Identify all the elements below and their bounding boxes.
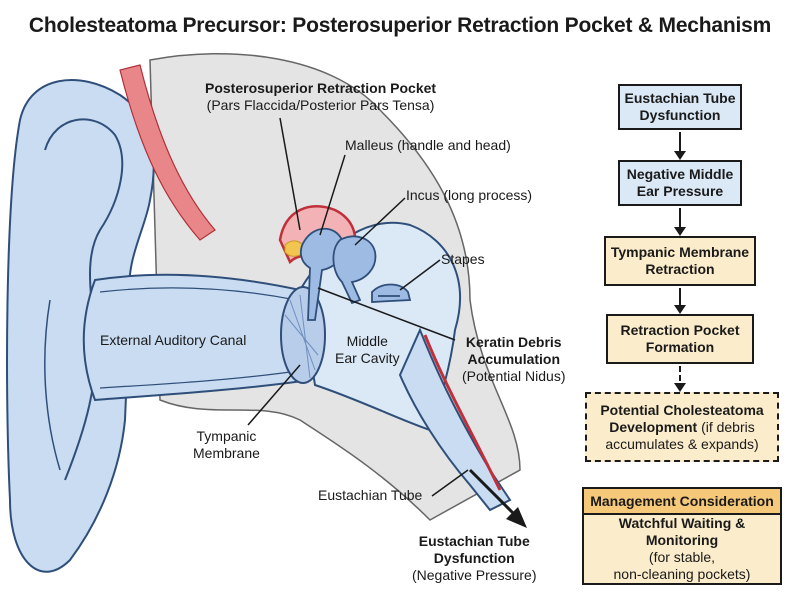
label-etd-sub: (Negative Pressure): [412, 567, 537, 583]
label-etd-line1: Eustachian Tube: [418, 533, 530, 549]
flow-step5-line2: Development (if debris: [609, 419, 755, 436]
eustachian-arrow: [468, 468, 517, 517]
label-etd: Eustachian Tube Dysfunction (Negative Pr…: [412, 533, 537, 584]
label-incus: Incus (long process): [406, 187, 533, 203]
flow-step5-line3: accumulates & expands): [605, 435, 759, 452]
management-line2-rest: (for stable,: [648, 549, 716, 565]
canal-lining-top: [99, 287, 297, 301]
label-retraction-pocket-sub: (Pars Flaccida/Posterior Pars Tensa): [206, 97, 435, 113]
superior-vessel: [119, 64, 216, 241]
flow-step-eustachian-dysfunction: Eustachian Tube Dysfunction: [618, 84, 742, 130]
flow-step4-line2: Formation: [645, 339, 715, 355]
label-middle-ear-cavity: Middle Ear Cavity: [335, 333, 400, 367]
label-middle-ear-line2: Ear Cavity: [335, 350, 400, 366]
page-title: Cholesteatoma Precursor: Posterosuperior…: [28, 14, 772, 37]
label-tympanic-line2: Membrane: [193, 445, 260, 461]
flow-step2-line1: Negative Middle: [626, 166, 734, 182]
tympanic-membrane-fibers: [284, 294, 319, 379]
label-stapes: Stapes: [441, 251, 485, 267]
flow-step-tm-retraction: Tympanic Membrane Retraction: [604, 236, 756, 286]
management-heading: Management Consideration: [584, 489, 780, 515]
label-tympanic-line1: Tympanic: [196, 428, 257, 444]
management-line3: non-cleaning pockets): [613, 566, 751, 582]
flow-step5-cond: (if debris: [701, 418, 755, 435]
leader-pocket: [279, 117, 301, 231]
eustachian-tube-mucosa: [423, 334, 502, 491]
label-keratin-line1: Keratin Debris: [465, 334, 562, 350]
pinna: [6, 79, 155, 573]
flow-step5-line1: Potential Cholesteatoma: [600, 401, 764, 418]
leader-eustachian: [431, 469, 469, 497]
flow-step-pocket-formation: Retraction Pocket Formation: [606, 314, 754, 364]
label-keratin-line2: Accumulation: [467, 351, 561, 367]
flow-arrow-2: [674, 208, 686, 236]
flow-step-negative-pressure: Negative Middle Ear Pressure: [618, 160, 742, 206]
flow-arrow-3: [674, 288, 686, 314]
label-etd-line2: Dysfunction: [433, 550, 515, 566]
eustachian-tube: [398, 327, 512, 512]
flow-step1-line1: Eustachian Tube: [624, 90, 736, 106]
label-malleus: Malleus (handle and head): [345, 137, 511, 153]
label-middle-ear-line1: Middle: [346, 333, 388, 349]
flow-step3-line2: Retraction: [645, 261, 715, 277]
label-retraction-pocket-title: Posterosuperior Retraction Pocket: [205, 80, 437, 96]
label-external-auditory-canal: External Auditory Canal: [100, 332, 247, 348]
label-keratin-sub: (Potential Nidus): [462, 368, 566, 384]
external-auditory-canal: [82, 273, 312, 402]
management-line1: Watchful Waiting &: [618, 515, 746, 531]
canal-lining-bottom: [99, 369, 305, 389]
incus-shape: [332, 235, 377, 305]
flow-step-cholesteatoma: Potential Cholesteatoma Development (if …: [585, 392, 779, 462]
flow-arrow-1: [674, 132, 686, 160]
management-line2: Monitoring (for stable,: [588, 532, 776, 566]
leader-tympanic: [247, 364, 301, 426]
pinna-lobe-curve: [44, 299, 61, 471]
management-box: Management Consideration Watchful Waitin…: [582, 487, 782, 585]
leader-malleus: [319, 154, 346, 236]
flow-step3-line1: Tympanic Membrane: [610, 244, 750, 260]
leader-stapes: [399, 259, 441, 291]
flow-arrow-4-dashed: [674, 366, 686, 392]
flow-step5-bold: Development: [609, 418, 698, 435]
label-retraction-pocket: Posterosuperior Retraction Pocket (Pars …: [205, 80, 436, 114]
flow-step1-line2: Dysfunction: [639, 107, 721, 123]
label-tympanic-membrane: Tympanic Membrane: [193, 428, 260, 462]
management-body: Watchful Waiting & Monitoring (for stabl…: [584, 515, 780, 583]
eustachian-arrow-head: [506, 507, 527, 528]
label-eustachian-tube: Eustachian Tube: [318, 487, 423, 503]
management-line2-bold: Monitoring: [645, 532, 719, 548]
label-keratin-debris: Keratin Debris Accumulation (Potential N…: [462, 334, 566, 385]
flow-step2-line2: Ear Pressure: [636, 183, 724, 199]
flow-step4-line1: Retraction Pocket: [620, 322, 740, 338]
leader-keratin: [317, 287, 456, 341]
leader-incus: [354, 197, 406, 246]
